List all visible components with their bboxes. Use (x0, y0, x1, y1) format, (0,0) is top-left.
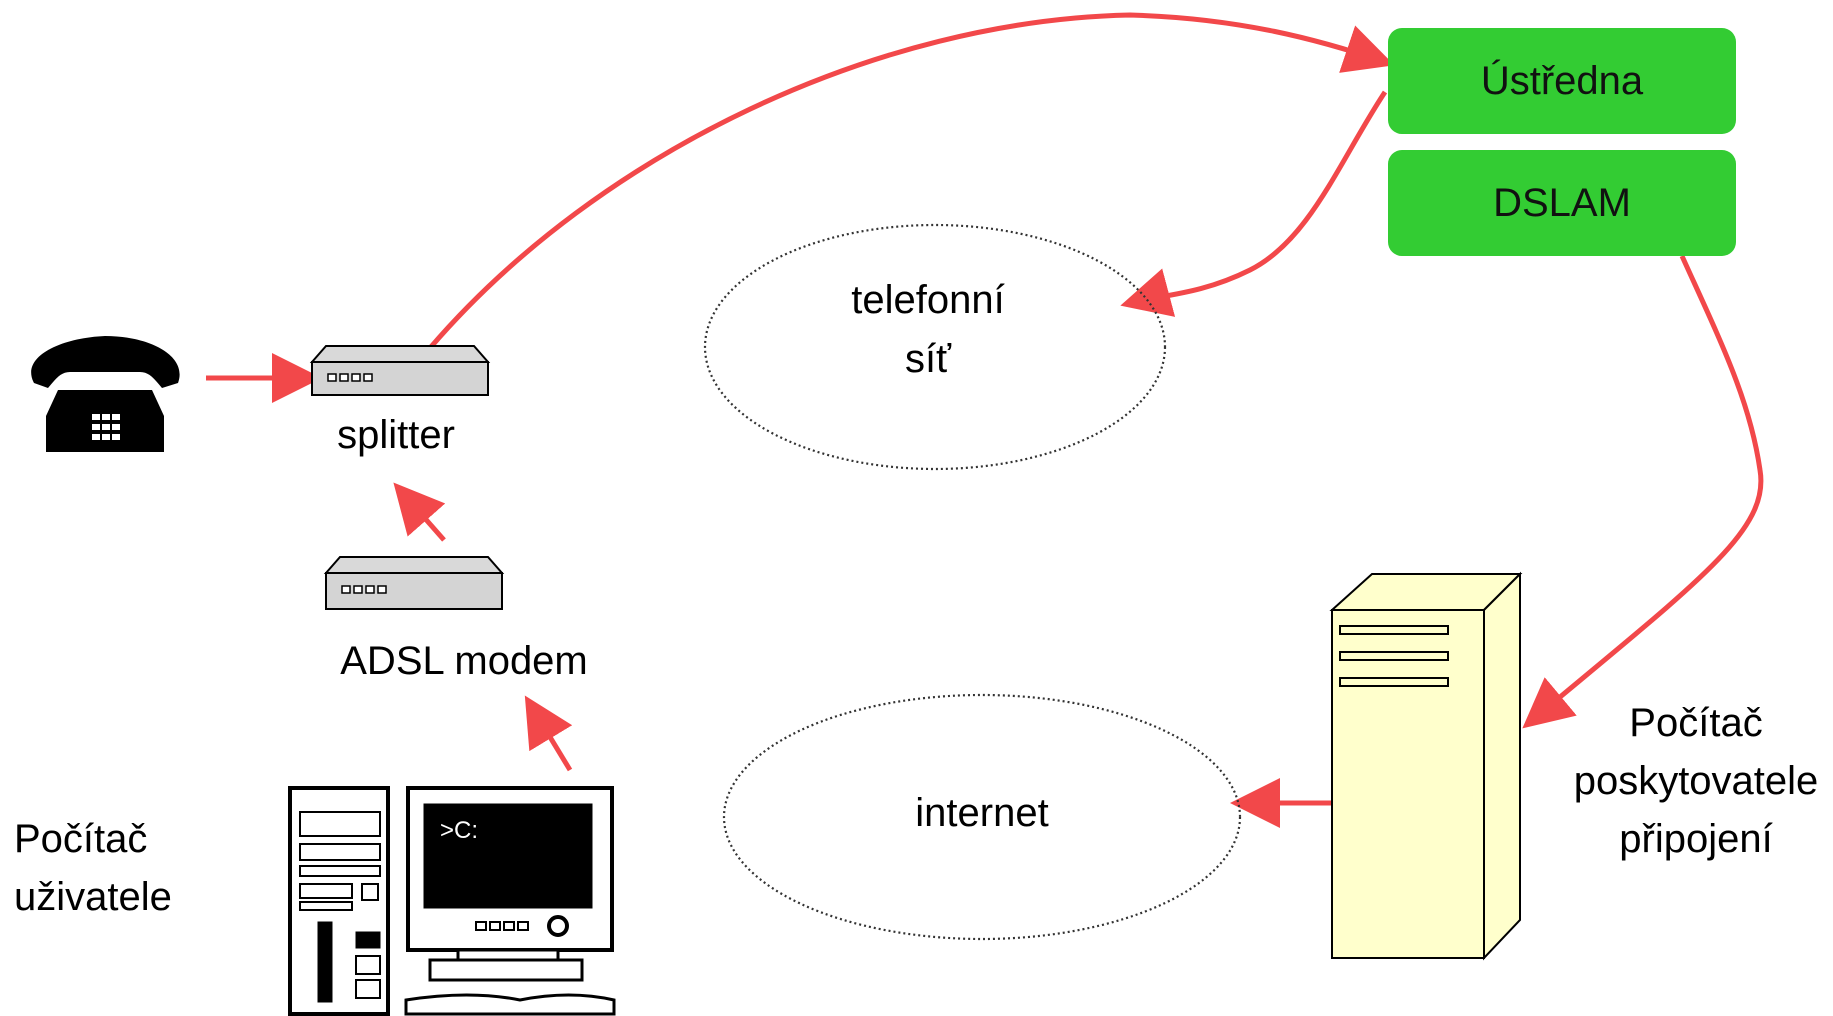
connection-arrows (206, 12, 1764, 828)
dslam-label: DSLAM (1493, 180, 1631, 225)
adsl-modem-label: ADSL modem (340, 639, 588, 683)
internet-ellipse (722, 693, 1242, 941)
user-pc-label-line2: uživatele (14, 875, 172, 919)
telephone-network-label-line2: síť (905, 337, 952, 381)
telephone-network-ellipse (703, 223, 1167, 471)
provider-pc-label-line3: připojení (1619, 817, 1772, 861)
arrow-modem-to-splitter (393, 482, 446, 542)
internet-label: internet (915, 791, 1048, 835)
arrow-splitter-to-ustredna (428, 12, 1395, 350)
dslam-box: DSLAM (1388, 150, 1736, 256)
screen-prompt: >C: (440, 817, 478, 844)
server-tower-icon (1329, 571, 1523, 961)
arrow-dslam-to-provider-pc (1522, 254, 1764, 729)
ustredna-box: Ústředna (1388, 28, 1736, 134)
ustredna-label: Ústředna (1480, 58, 1644, 103)
splitter-device-icon (309, 345, 491, 396)
splitter-label: splitter (337, 413, 455, 457)
modem-device-icon (323, 556, 505, 610)
provider-pc-label-line2: poskytovatele (1574, 759, 1819, 803)
user-pc-label-line1: Počítač (14, 817, 147, 861)
arrow-ustredna-to-telephone-network (1120, 90, 1388, 317)
desktop-computer-icon (288, 786, 616, 1016)
arrow-pc-to-modem (524, 695, 573, 772)
provider-pc-label-line1: Počítač (1629, 701, 1762, 745)
telephone-network-label-line1: telefonní (851, 278, 1004, 322)
telephone-icon (31, 336, 180, 452)
